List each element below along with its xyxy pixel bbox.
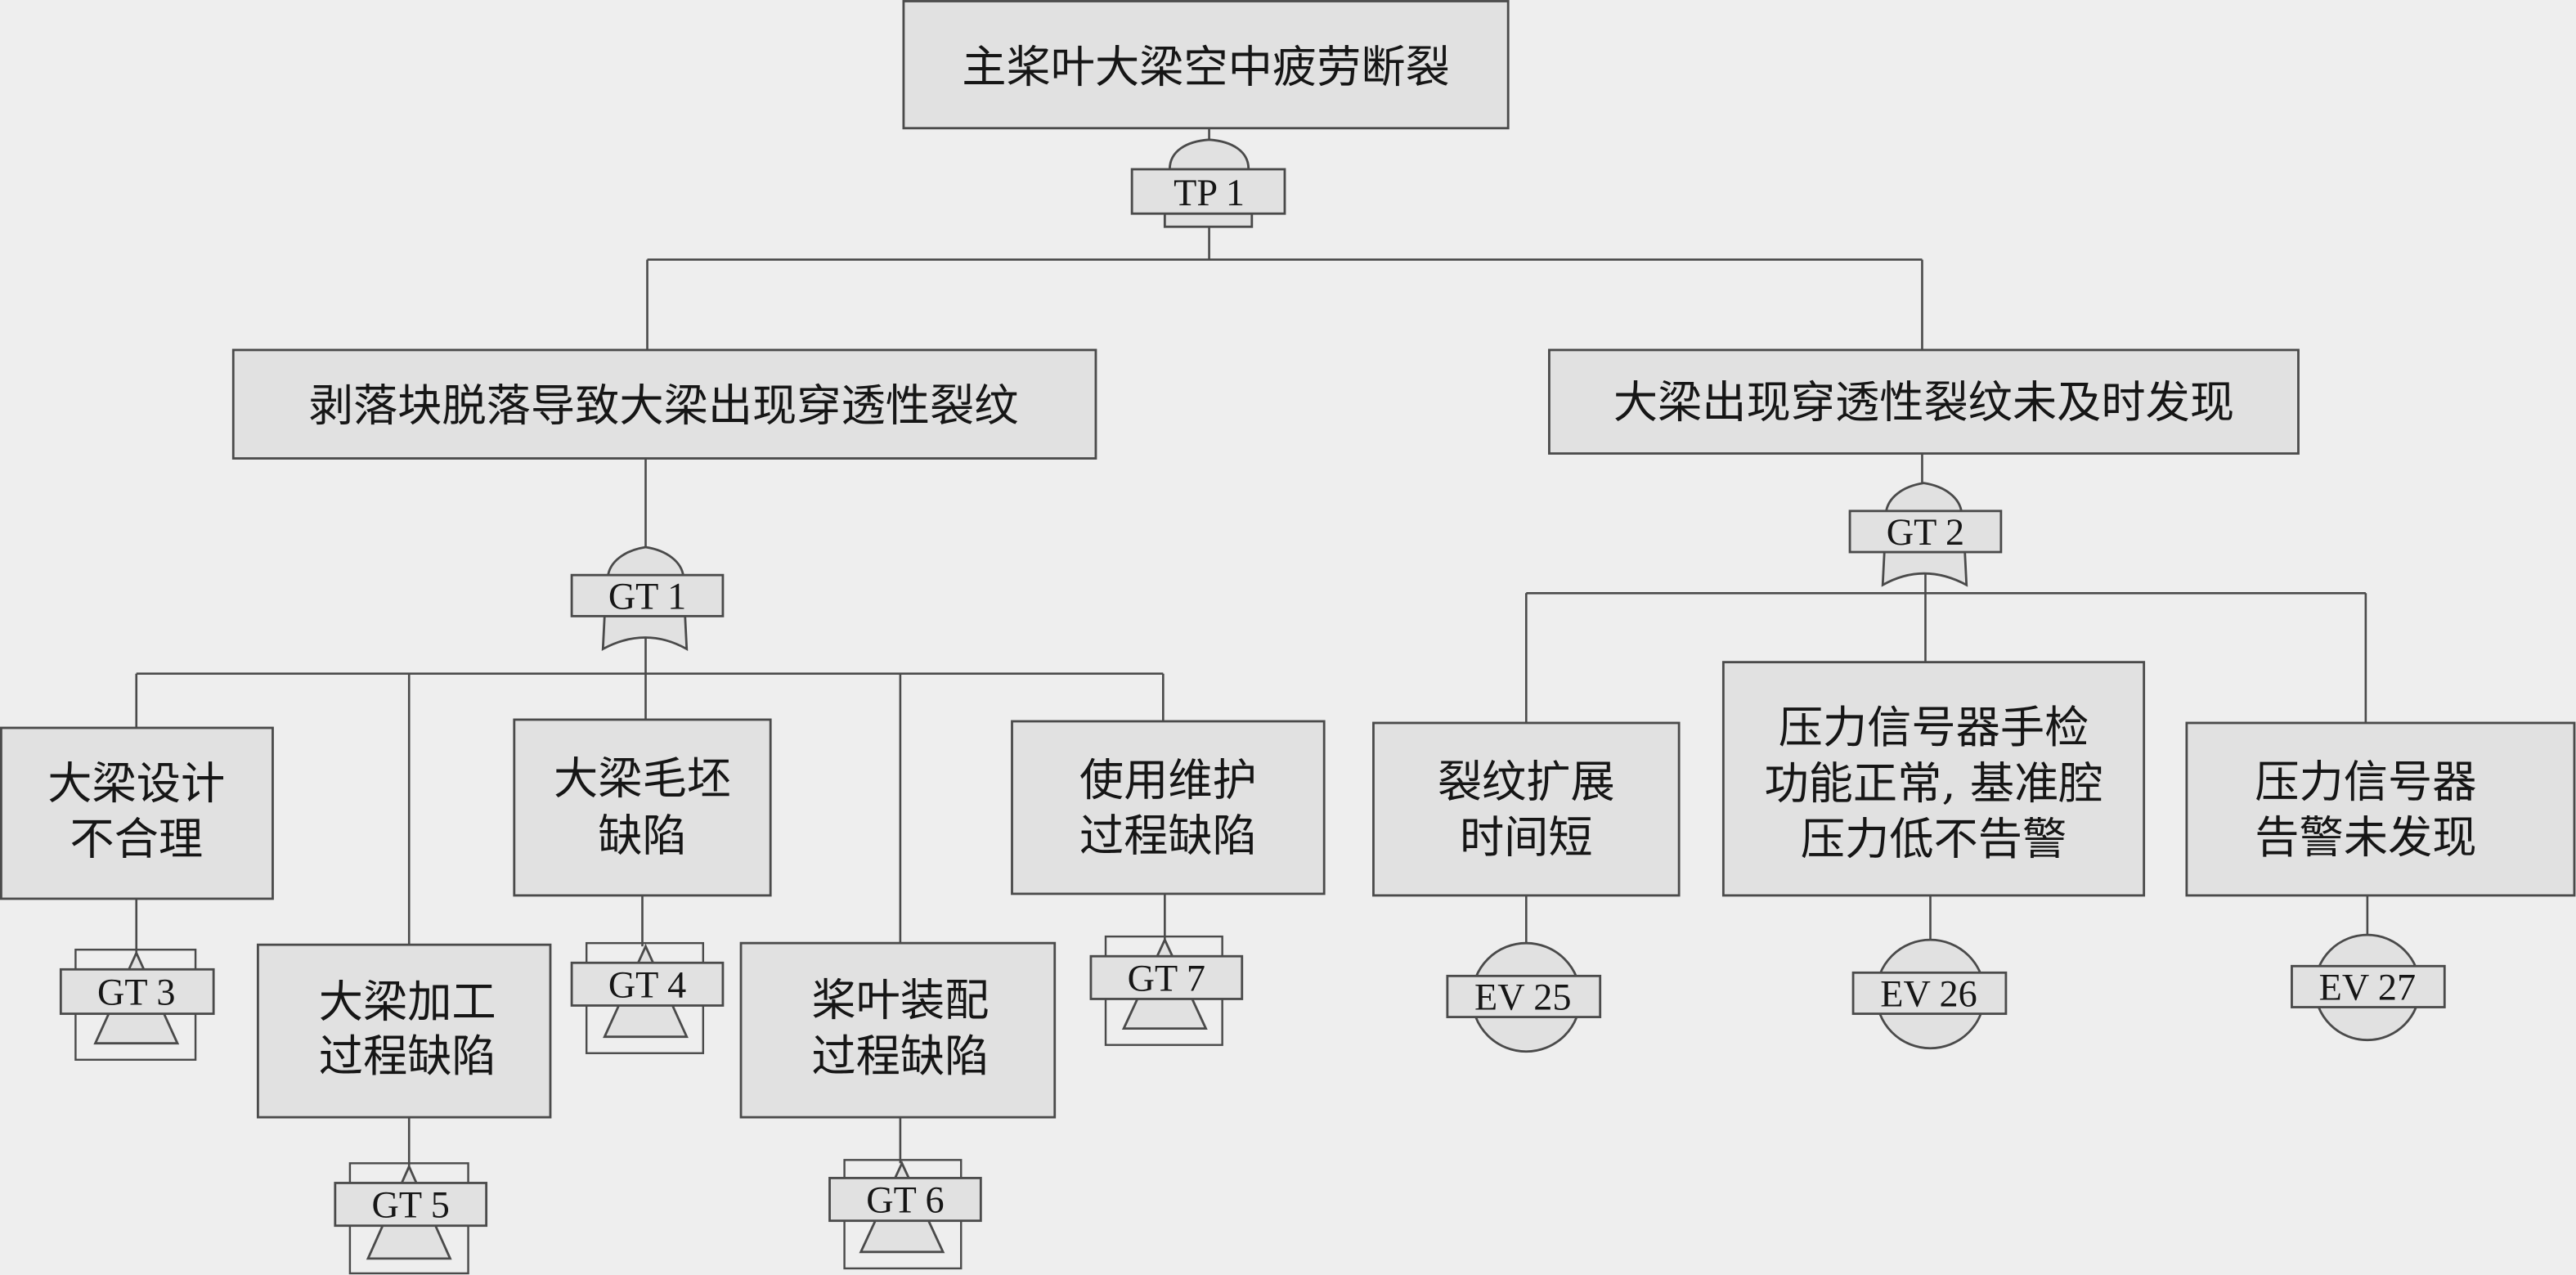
and-gate-icon [1168, 138, 1250, 171]
event-label-line-2: 告警未发现 [2255, 812, 2476, 864]
event-box [2185, 721, 2576, 897]
transfer-gate-gt7: GT 7 [1089, 935, 1244, 1046]
event-label-line-3: 压力低不告警 [1801, 814, 2067, 865]
event-blank: 大梁毛坯 缺陷 [513, 718, 772, 897]
event-label-line-1: 裂纹扩展 [1438, 756, 1615, 807]
event-label-line-2: 过程缺陷 [811, 1030, 989, 1082]
event-machining: 大梁加工 过程缺陷 [256, 943, 552, 1119]
gate-label-box [570, 961, 725, 1007]
event-label-line-1: 压力信号器手检 [1779, 702, 2089, 753]
gate-label-gt1: GT 1 [608, 575, 686, 617]
event-assembly: 桨叶装配 过程缺陷 [739, 941, 1057, 1119]
event-label-line-1: 大梁毛坯 [554, 752, 731, 804]
event-maintenance: 使用维护 过程缺陷 [1011, 720, 1326, 896]
gate-gt1: GT 1 [570, 545, 725, 652]
and-gate-base [1163, 212, 1254, 228]
event-design: 大梁设计 不合理 [0, 726, 274, 900]
gate-label-gt5: GT 5 [372, 1184, 450, 1226]
gate-label-box [1130, 168, 1286, 215]
event-box [1721, 661, 2146, 897]
gate-label-box [1089, 954, 1244, 1000]
intermediate-event-left: 剥落块脱落导致大梁出现穿透性裂纹 [231, 348, 1097, 460]
event-label-line-1: 大梁加工 [319, 976, 496, 1028]
gate-label-gt4: GT 4 [608, 963, 686, 1005]
basic-event-ev26: EV 26 [1851, 938, 2008, 1050]
event-label-line-1: 桨叶装配 [811, 975, 989, 1026]
or-gate-icon [1884, 482, 1963, 514]
event-id-box [1446, 974, 1602, 1018]
event-box [1372, 721, 1681, 897]
transfer-gate-gt4: GT 4 [570, 941, 725, 1054]
event-label-line-2: 缺陷 [598, 810, 686, 862]
event-label-line-1: 压力信号器 [2255, 756, 2476, 807]
event-label-line-2: 过程缺陷 [319, 1030, 496, 1082]
event-id-box [2291, 964, 2446, 1008]
top-event-box [902, 0, 1510, 130]
gate-label-box [570, 573, 725, 617]
or-gate-base [1881, 550, 1968, 587]
gate-tp1: TP 1 [1130, 138, 1286, 228]
basic-event-ev25: EV 25 [1446, 941, 1602, 1053]
intermediate-event-box [1548, 348, 2300, 455]
event-label-line-1: 大梁设计 [47, 757, 225, 809]
event-id-box [1851, 971, 2008, 1015]
event-box [739, 941, 1057, 1119]
gate-label-box [1848, 510, 2003, 554]
event-label-line-2: 时间短 [1460, 812, 1593, 864]
or-gate-icon [606, 545, 685, 578]
intermediate-event-label: 剥落块脱落导致大梁出现穿透性裂纹 [309, 379, 1019, 431]
event-box [513, 718, 772, 897]
event-id-ev26: EV 26 [1880, 973, 1977, 1015]
gate-label-tp1: TP 1 [1174, 172, 1245, 213]
event-label-line-2: 不合理 [70, 814, 203, 865]
event-box [0, 726, 274, 900]
intermediate-event-box [231, 348, 1097, 460]
event-pressure-check: 压力信号器手检 功能正常, 基准腔 压力低不告警 [1721, 661, 2146, 897]
intermediate-event-label: 大梁出现穿透性裂纹未及时发现 [1613, 376, 2234, 428]
gate-label-gt3: GT 3 [97, 971, 175, 1012]
connector-lines [135, 128, 2369, 1167]
event-alarm-unnoticed: 压力信号器 告警未发现 [2185, 721, 2576, 897]
gate-label-gt2: GT 2 [1887, 511, 1964, 553]
event-box [1011, 720, 1326, 896]
event-id-ev25: EV 25 [1474, 976, 1571, 1018]
event-label-line-2: 功能正常, 基准腔 [1764, 757, 2103, 809]
event-box [256, 943, 552, 1119]
transfer-gate-gt5: GT 5 [334, 1162, 488, 1275]
gate-label-gt7: GT 7 [1128, 957, 1205, 999]
gate-label-box [828, 1177, 982, 1223]
event-id-ev27: EV 27 [2319, 966, 2416, 1008]
top-event: 主桨叶大梁空中疲劳断裂 [902, 0, 1510, 130]
gate-label-gt6: GT 6 [866, 1179, 944, 1221]
transfer-gate-gt6: GT 6 [828, 1159, 982, 1270]
gate-label-box [334, 1182, 488, 1228]
gate-gt2: GT 2 [1848, 482, 2003, 587]
or-gate-base [601, 614, 689, 652]
intermediate-event-right: 大梁出现穿透性裂纹未及时发现 [1548, 348, 2300, 455]
event-label-line-1: 使用维护 [1079, 754, 1257, 806]
event-label-line-2: 过程缺陷 [1079, 810, 1257, 862]
transfer-gate-gt3: GT 3 [59, 948, 215, 1061]
basic-event-ev27: EV 27 [2291, 933, 2446, 1042]
event-crack-growth: 裂纹扩展 时间短 [1372, 721, 1681, 897]
gate-label-box [59, 967, 215, 1015]
top-event-label: 主桨叶大梁空中疲劳断裂 [962, 41, 1450, 92]
